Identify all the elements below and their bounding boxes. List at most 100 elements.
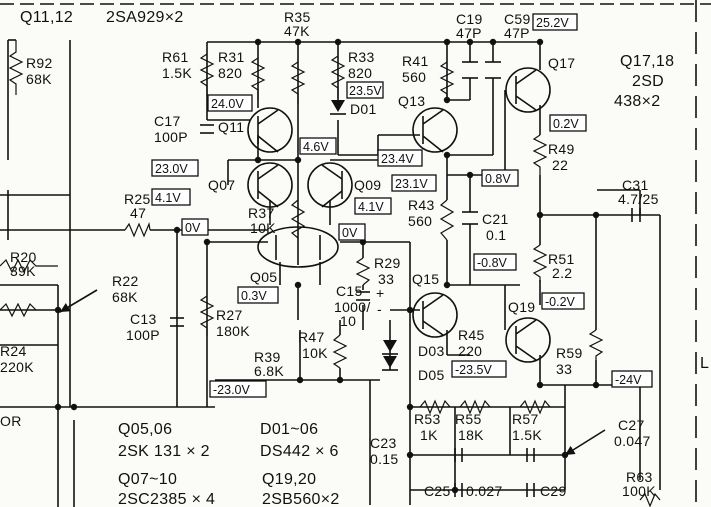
c19-value: 47P xyxy=(456,25,482,41)
c19-label: C19 xyxy=(456,11,483,27)
q07-label: Q07 xyxy=(208,177,235,193)
c15-value-2: 10 xyxy=(340,313,356,329)
voltage-23-4: 23.4V xyxy=(381,152,414,166)
r45-label: R45 xyxy=(458,327,485,343)
r92-value: 68K xyxy=(26,71,52,87)
c31-value: 4.7/25 xyxy=(618,191,659,207)
voltage-0-8: 0.8V xyxy=(485,172,511,186)
r39-label: R39 xyxy=(254,349,281,365)
voltage-4-1-right: 4.1V xyxy=(358,200,384,214)
r92-label: R92 xyxy=(26,55,53,71)
q05-label: Q05 xyxy=(250,269,277,285)
voltage-0-3: 0.3V xyxy=(241,289,267,303)
d03-label: D03 xyxy=(418,343,445,359)
c23-value: 0.15 xyxy=(370,451,398,467)
q1718-part: 438×2 xyxy=(614,93,660,110)
c21-value: 0.1 xyxy=(486,227,506,243)
c31-label: C31 xyxy=(622,177,649,193)
legend-q0506: Q05,06 xyxy=(118,421,172,438)
voltage-0-right: 0V xyxy=(342,226,358,240)
c25-label: C25 xyxy=(424,483,451,499)
or-label: OR xyxy=(0,413,22,429)
r37-label: R37 xyxy=(248,205,275,221)
r63-value: 100K xyxy=(622,483,656,499)
c21-label: C21 xyxy=(482,211,509,227)
r53-value: 1K xyxy=(420,427,438,443)
q15-label: Q15 xyxy=(412,271,439,287)
r24-label: R24 xyxy=(0,343,27,359)
r25-label: R25 xyxy=(124,191,151,207)
q09-label: Q09 xyxy=(354,177,381,193)
c15-minus: - xyxy=(377,301,382,317)
r29-label: R29 xyxy=(374,255,401,271)
c27-value: 0.047 xyxy=(614,433,651,449)
voltage-4-1-left: 4.1V xyxy=(155,191,181,205)
voltage-neg-0-8: -0.8V xyxy=(477,256,508,270)
r47-label: R47 xyxy=(298,329,325,345)
c23-label: C23 xyxy=(370,435,397,451)
c15-plus: + xyxy=(376,285,384,301)
r22-value: 68K xyxy=(112,289,138,305)
legend-q0710-part: 2SC2385 × 4 xyxy=(118,491,215,507)
voltage-boxes xyxy=(151,13,653,398)
c27-label: C27 xyxy=(618,417,645,433)
voltage-24-0: 24.0V xyxy=(211,97,244,111)
d01-label: D01 xyxy=(350,101,377,117)
voltage-neg-0-2: -0.2V xyxy=(545,295,576,309)
voltage-neg-23-0: -23.0V xyxy=(213,383,250,397)
r27-label: R27 xyxy=(216,307,243,323)
r24-value: 220K xyxy=(0,359,34,375)
r27-value: 180K xyxy=(216,323,250,339)
header-q-label: Q11,12 xyxy=(20,9,73,26)
voltage-neg-23-5: -23.5V xyxy=(455,363,492,377)
c59-value: 47P xyxy=(504,25,530,41)
r53-label: R53 xyxy=(414,411,441,427)
q11-label: Q11 xyxy=(218,119,244,135)
q17-label: Q17 xyxy=(548,55,575,71)
r20-value: 39K xyxy=(10,263,36,279)
r25-value: 47 xyxy=(130,205,146,221)
voltage-0-left: 0V xyxy=(185,221,201,235)
legend-q1920-part: 2SB560×2 xyxy=(262,491,340,507)
capacitors xyxy=(170,61,641,497)
r57-value: 1.5K xyxy=(512,427,542,443)
r39-value: 6.8K xyxy=(254,363,284,379)
c29-label: C29 xyxy=(540,483,567,499)
r22-label: R22 xyxy=(112,273,139,289)
c17-label: C17 xyxy=(154,113,181,129)
r41-label: R41 xyxy=(402,53,429,69)
r57-label: R57 xyxy=(512,411,539,427)
r35-label: R35 xyxy=(284,9,311,25)
header-q-part: 2SA929×2 xyxy=(106,9,184,26)
voltage-23-1: 23.1V xyxy=(395,177,428,191)
r35-value: 47K xyxy=(284,23,310,39)
r55-label: R55 xyxy=(455,411,482,427)
r41-value: 560 xyxy=(402,69,426,85)
r61-label: R61 xyxy=(162,49,189,65)
voltage-0-2: 0.2V xyxy=(553,117,579,131)
legend-q0506-part: 2SK 131 × 2 xyxy=(118,443,210,460)
c15-value: 1000/ xyxy=(334,299,371,315)
r55-value: 18K xyxy=(458,427,484,443)
c25-value: 0.027 xyxy=(466,483,503,499)
r31-value: 820 xyxy=(218,65,242,81)
resistors xyxy=(0,40,661,507)
q13-label: Q13 xyxy=(398,93,425,109)
voltage-23-0: 23.0V xyxy=(155,162,188,176)
legend-q0710: Q07~10 xyxy=(118,471,177,488)
r33-label: R33 xyxy=(348,49,375,65)
r45-value: 220 xyxy=(458,343,482,359)
r29-value: 33 xyxy=(378,271,394,287)
r61-value: 1.5K xyxy=(162,65,192,81)
voltage-23-5: 23.5V xyxy=(349,84,382,98)
c13-label: C13 xyxy=(130,311,157,327)
q19-label: Q19 xyxy=(508,299,535,315)
voltage-4-6: 4.6V xyxy=(303,140,329,154)
r47-value: 10K xyxy=(302,345,328,361)
r49-value: 22 xyxy=(552,157,568,173)
r20-label: R20 xyxy=(10,249,37,265)
q1718-type: 2SD xyxy=(632,73,664,90)
